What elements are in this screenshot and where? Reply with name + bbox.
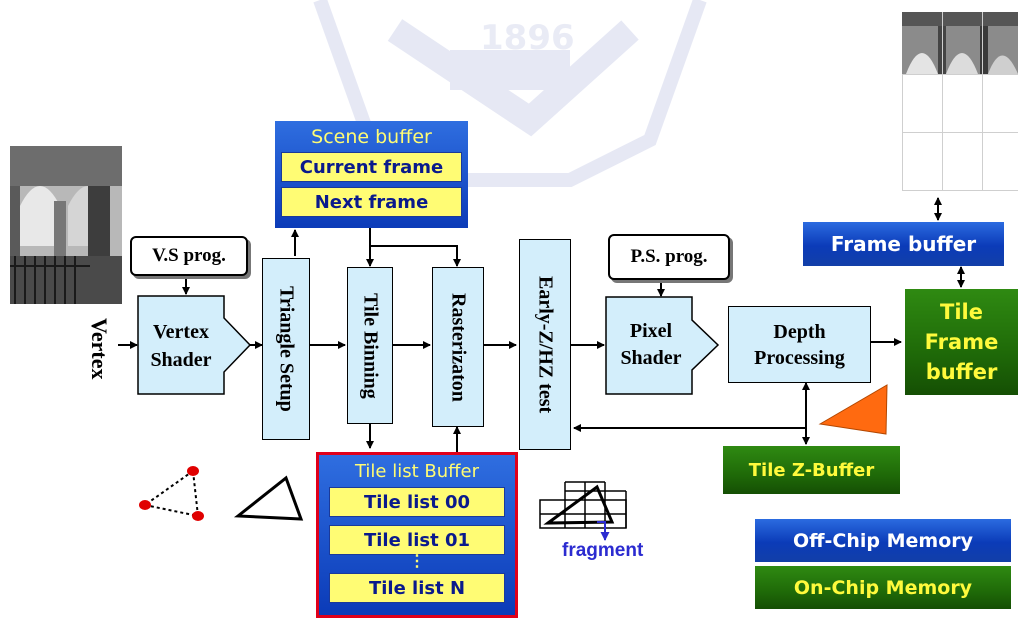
- vertex-shader-line1: Vertex: [140, 318, 222, 346]
- fragment-label: fragment: [562, 540, 643, 562]
- scene-buffer-title: Scene buffer: [281, 125, 462, 149]
- tile-list-ellipsis: ⋮: [329, 555, 505, 569]
- tile-frame-buffer-line2: Frame: [925, 327, 999, 357]
- orange-triangle: [820, 385, 887, 434]
- tile-frame-buffer-line1: Tile: [940, 297, 983, 327]
- triangle-setup-block: Triangle Setup: [262, 258, 310, 440]
- tile-list-buffer: Tile list Buffer Tile list 00 Tile list …: [316, 452, 518, 618]
- ps-prog-scroll: P.S. prog.: [608, 234, 730, 280]
- vertex-input-label: Vertex: [86, 318, 112, 380]
- pixel-shader-line2: Shader: [610, 345, 692, 372]
- vertex-shader-line2: Shader: [140, 346, 222, 374]
- legend-on-chip: On-Chip Memory: [755, 566, 1011, 609]
- pixel-shader-label: Pixel Shader: [610, 318, 692, 372]
- depth-processing-line2: Processing: [754, 345, 845, 371]
- tile-binning-block: Tile Binning: [347, 267, 393, 424]
- ps-prog-label: P.S. prog.: [630, 246, 707, 268]
- scene-buffer-current-frame: Current frame: [281, 152, 462, 182]
- tile-frame-buffer-line3: buffer: [926, 357, 998, 387]
- tile-list-00: Tile list 00: [329, 487, 505, 517]
- tile-list-01: Tile list 01: [329, 525, 505, 555]
- tile-list-buffer-title: Tile list Buffer: [329, 461, 505, 483]
- vs-prog-scroll: V.S prog.: [130, 236, 248, 276]
- early-z-label: Early-Z/HZ test: [534, 276, 557, 413]
- tile-binning-label: Tile Binning: [359, 293, 382, 399]
- rasterization-label: Rasterizaton: [447, 293, 470, 402]
- scene-buffer-next-frame: Next frame: [281, 187, 462, 217]
- vertex-shader-label: Vertex Shader: [140, 318, 222, 374]
- depth-processing-block: Depth Processing: [728, 306, 871, 383]
- depth-processing-line1: Depth: [773, 319, 825, 345]
- fragment-grid: [540, 482, 626, 528]
- tile-z-buffer: Tile Z-Buffer: [723, 446, 900, 494]
- legend-off-chip: Off-Chip Memory: [755, 519, 1011, 562]
- tile-frame-buffer: Tile Frame buffer: [905, 289, 1018, 395]
- frame-buffer: Frame buffer: [803, 222, 1004, 266]
- rasterization-block: Rasterizaton: [432, 267, 484, 427]
- vs-prog-label: V.S prog.: [152, 245, 226, 267]
- vertex-points-triangle: [139, 466, 204, 521]
- fragment-arrow: [597, 522, 605, 540]
- early-z-block: Early-Z/HZ test: [519, 239, 571, 450]
- setup-triangle: [238, 478, 301, 519]
- scene-buffer: Scene buffer Current frame Next frame: [275, 121, 468, 228]
- tile-list-n: Tile list N: [329, 573, 505, 603]
- pixel-shader-line1: Pixel: [610, 318, 692, 345]
- triangle-setup-label: Triangle Setup: [275, 286, 298, 412]
